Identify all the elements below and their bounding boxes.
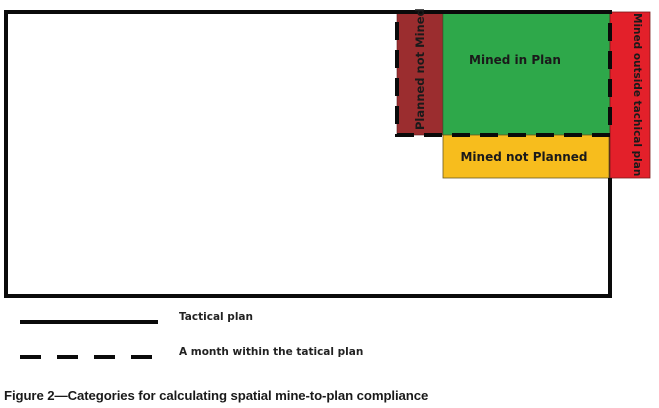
region-planned-not-mined	[396, 11, 444, 136]
region-mined-outside-tactical-plan	[609, 11, 651, 179]
label-planned-not-mined: Planned not Mined	[413, 8, 427, 130]
label-mined-outside-tactical-plan: Mined outside tachical plan	[631, 13, 643, 176]
figure-caption: Figure 2—Categories for calculating spat…	[4, 388, 429, 403]
legend-label-tactical-plan: Tactical plan	[179, 311, 253, 323]
label-mined-in-plan: Mined in Plan	[469, 53, 561, 67]
region-mined-in-plan	[442, 11, 611, 136]
legend-label-monthly-plan: A month within the tatical plan	[179, 346, 364, 358]
region-mined-not-planned	[442, 134, 610, 179]
label-mined-not-planned: Mined not Planned	[460, 150, 587, 164]
